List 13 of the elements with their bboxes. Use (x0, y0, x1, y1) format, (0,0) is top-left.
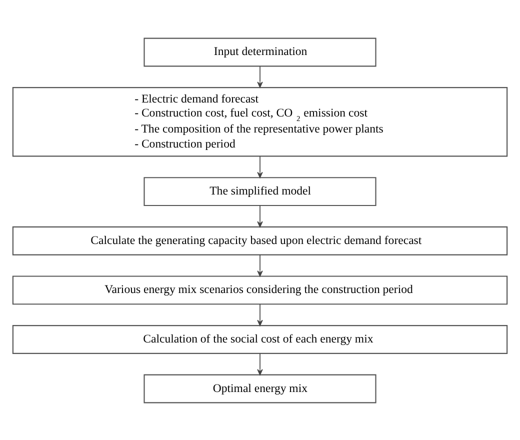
arrow (257, 65, 263, 88)
node-box: Input determination (144, 37, 376, 66)
arrow (257, 254, 263, 276)
node-box: Calculate the generating capacity based upon electric demand forecast (12, 226, 508, 255)
arrow (257, 352, 263, 375)
arrow (257, 204, 263, 227)
arrow (257, 303, 263, 326)
node-box: Calculation of the social cost of each energy mix (12, 324, 508, 354)
node-box: The simplified model (144, 176, 376, 206)
node-box: - Electric demand forecast - Construction cost, fuel cost, CO$_{2}$ emission cost - The composition of the representative power plants - Construction period (12, 86, 508, 156)
arrow (257, 155, 263, 178)
node-box: Optimal energy mix (144, 374, 376, 403)
node-box: Various energy mix scenarios considering the construction period (12, 275, 508, 304)
